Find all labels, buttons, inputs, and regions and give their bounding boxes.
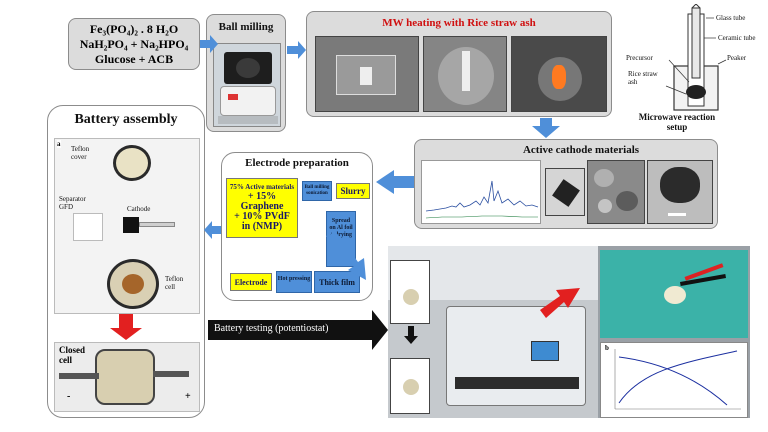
battery-testing-label: Battery testing (potentiostat) <box>214 323 329 334</box>
cathode-materials-box: Active cathode materials <box>414 139 718 229</box>
spread-drying-arrow: Spread on Al foil + drying <box>326 211 356 267</box>
cathode-disc <box>123 217 139 233</box>
mix-line-1: 75% Active materials <box>229 183 295 191</box>
thick-film-box: Thick film <box>314 271 360 293</box>
battery-assembly-title: Battery assembly <box>74 112 178 127</box>
mw-photo-2 <box>423 36 507 112</box>
mix-line-3: + 10% PVdF <box>234 211 290 222</box>
reaction-setup-drawing <box>665 4 727 111</box>
label-glass-tube: Glass tube <box>716 14 746 22</box>
arrow-mw-to-cathode <box>532 118 560 138</box>
slurry-box: Slurry <box>336 183 370 199</box>
cathode-label: Cathode <box>127 205 151 213</box>
ball-milling-title: Ball milling <box>218 21 274 33</box>
plus-sign: + <box>185 391 191 402</box>
mw-heating-box: MW heating with Rice straw ash <box>306 11 612 117</box>
mix-line-4: in (NMP) <box>241 221 283 232</box>
assembly-red-arrow <box>110 314 142 340</box>
cell-closeup-photo <box>600 250 748 338</box>
reaction-setup-caption: Microwave reaction setup <box>638 112 716 132</box>
hot-pressing-arrow: Hot pressing <box>276 271 312 293</box>
mix-composition: 75% Active materials + 15% Graphene + 10… <box>226 178 298 238</box>
xrd-pattern <box>425 180 539 219</box>
separator-label: Separator GFD <box>59 195 86 211</box>
sem-image <box>587 160 645 224</box>
teflon-cover <box>113 145 151 181</box>
arrow-electrode-to-assembly <box>204 221 221 239</box>
mix-line-2: + 15% Graphene <box>240 191 284 212</box>
closed-cell-label: Closed cell <box>59 345 86 365</box>
electrode-box: Electrode <box>230 273 272 291</box>
panel-a-label: a <box>57 140 61 148</box>
teflon-cell-body <box>107 259 159 309</box>
lab-bench-photo <box>388 246 598 418</box>
assembly-parts-photo: a Teflon cover Separator GFD Cathode Tef… <box>54 138 200 314</box>
reaction-setup: Glass tube Ceramic tube Peaker Precursor… <box>614 4 764 136</box>
precursor-line-3: Glucose + ACB <box>94 52 174 66</box>
cathode-sample-photo <box>545 168 585 216</box>
spread-drying-label: Spread on Al foil + drying <box>329 218 353 238</box>
xrd-plot <box>421 160 541 224</box>
ball-milling-box: Ball milling <box>206 14 286 132</box>
testing-photo-area: b <box>388 246 750 418</box>
teflon-cover-label: Teflon cover <box>71 145 90 161</box>
charge-discharge-curves <box>614 349 741 410</box>
ball-milling-sonication-arrow: Ball milling sonication <box>302 181 332 201</box>
battery-assembly-box: Battery assembly a Teflon cover Separato… <box>47 105 205 418</box>
cathode-tab <box>139 222 175 227</box>
ball-milling-sonication-label: Ball milling sonication <box>304 185 330 196</box>
mw-photo-3 <box>511 36 607 112</box>
arrow-milling-to-mw <box>287 41 306 59</box>
electrode-preparation-box: Electrode preparation 75% Active materia… <box>221 152 373 301</box>
closed-cell-photo: Closed cell - + <box>54 342 200 412</box>
label-ceramic-tube: Ceramic tube <box>718 34 756 42</box>
hot-pressing-label: Hot pressing <box>277 276 311 282</box>
mw-heating-title: MW heating with Rice straw ash <box>382 17 536 29</box>
mw-photo-1 <box>315 36 419 112</box>
panel-b-label: b <box>605 344 609 352</box>
separator-disc <box>73 213 103 241</box>
cycling-curve-inset: b <box>600 342 748 418</box>
label-precursor: Precursor <box>626 54 653 62</box>
precursor-line-2: NaH₂PO₄ + Na₂HPO₄ <box>79 37 189 51</box>
cell-inset-bottom <box>390 358 430 414</box>
label-rice-straw-ash: Rice straw ash <box>628 70 658 86</box>
electrode-preparation-title: Electrode preparation <box>245 157 349 169</box>
label-peaker: Peaker <box>727 54 747 62</box>
cathode-materials-title: Active cathode materials <box>522 144 640 156</box>
potentiostat <box>446 306 586 406</box>
ball-mill-photo <box>213 43 281 127</box>
minus-sign: - <box>67 391 71 402</box>
cell-inset-top <box>390 260 430 324</box>
teflon-cell-label: Teflon cell <box>165 275 184 291</box>
arrow-cathode-to-electrode <box>376 170 414 194</box>
precursors-box: Fe₃(PO₄)₂ . 8 H₂O NaH₂PO₄ + Na₂HPO₄ Gluc… <box>68 18 200 70</box>
precursor-line-1: Fe₃(PO₄)₂ . 8 H₂O <box>89 22 179 36</box>
tem-image <box>647 160 713 224</box>
